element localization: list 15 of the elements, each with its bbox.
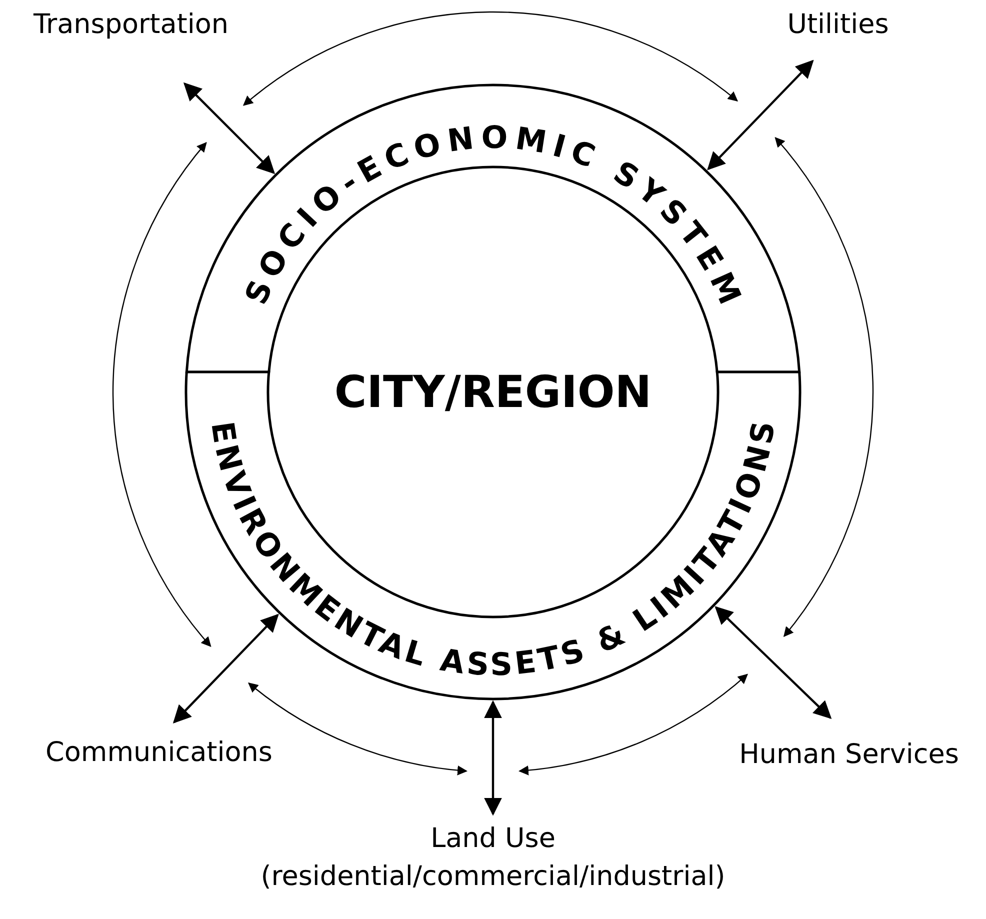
arrow	[774, 136, 874, 638]
arrow	[707, 60, 814, 170]
system-label: Transportation	[34, 8, 228, 42]
arrow	[112, 142, 212, 648]
arrow	[183, 82, 276, 174]
arrow	[484, 700, 502, 816]
arrow	[518, 674, 748, 775]
system-description: (residential/commercial/industrial)	[260, 860, 726, 894]
arrow	[248, 682, 468, 775]
arrow	[242, 12, 738, 106]
system-label: Land Use	[430, 822, 556, 856]
system-label: Human Services	[739, 738, 959, 772]
center-label: CITY/REGION	[334, 366, 652, 418]
system-label: Utilities	[787, 8, 889, 42]
system-label: Communications	[46, 736, 272, 770]
